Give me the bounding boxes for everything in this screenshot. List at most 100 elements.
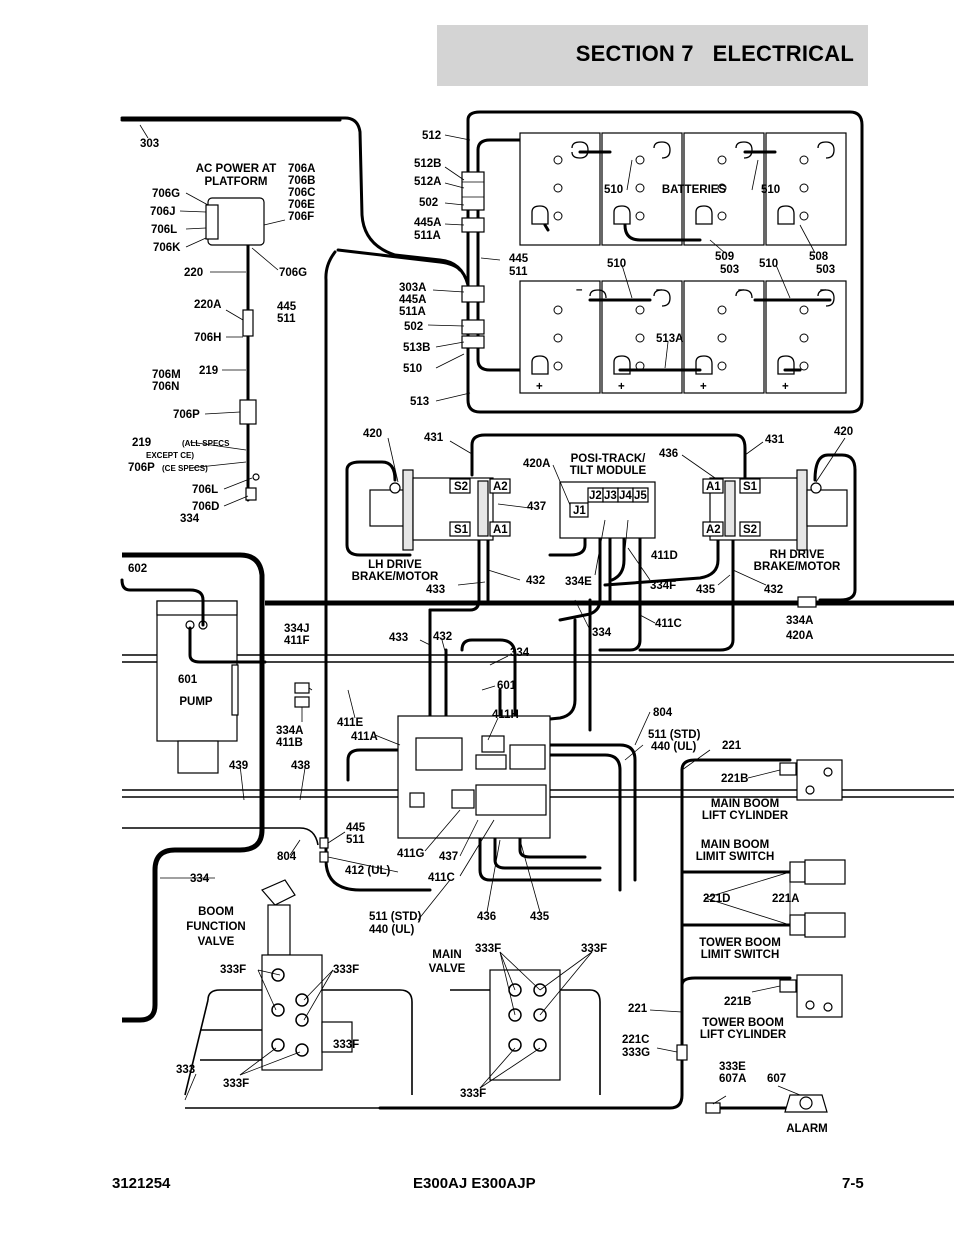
loop-435: [493, 818, 602, 870]
lh-s2-label: S2: [454, 481, 468, 493]
lh-a1-term: [489, 521, 511, 537]
label-mbls-2: LIMIT SWITCH: [696, 851, 775, 863]
label-ac-power-1: AC POWER AT: [196, 163, 277, 175]
posi-j5: [632, 487, 649, 503]
wire-label: 706D: [192, 501, 220, 513]
pol-pos-3: +: [700, 381, 707, 393]
wire-label: 334A: [786, 615, 814, 627]
wire-label: 432: [433, 631, 452, 643]
wire-431: [470, 433, 747, 480]
wire-label: 431: [424, 432, 444, 444]
pol-neg-4: –: [820, 284, 827, 296]
label-batteries: BATTERIES: [662, 184, 727, 196]
label-mbls-1: MAIN BOOM: [701, 839, 769, 851]
section-title: SECTION 7 ELECTRICAL: [575, 41, 854, 66]
wire-label: 221: [628, 1003, 648, 1015]
connector-513a: [461, 335, 485, 349]
posi-j1-label: J1: [573, 505, 586, 517]
drop-411c: [538, 618, 577, 722]
lh-s1-label: S1: [454, 524, 469, 536]
lh-s2-term: [449, 478, 471, 494]
wire-label: 445: [509, 253, 529, 265]
footer-doc-number: 3121254: [112, 1175, 171, 1192]
wire-label: 511A: [414, 230, 441, 242]
wire-label: 333F: [333, 964, 359, 976]
boom-function-valve: [261, 879, 353, 1071]
pol-pos-1: +: [536, 381, 543, 393]
wire-label: 511: [277, 313, 296, 325]
wire-label: 221C: [622, 1034, 650, 1046]
wire-label: 511 (STD): [648, 729, 701, 741]
wire-334f: [610, 518, 626, 582]
pump-body: [156, 600, 238, 742]
tbls-body: [804, 912, 846, 938]
wire-label: 435: [530, 911, 550, 923]
valve-5: [475, 784, 547, 816]
wire-lh-bottom: [345, 468, 412, 557]
footer-model: E300AJ E300AJP: [413, 1175, 536, 1192]
harness-445-511-top: [336, 248, 462, 272]
wire-label: 435: [696, 584, 716, 596]
label-posi-track-2: TILT MODULE: [570, 465, 647, 477]
wire-label: 706M: [152, 369, 181, 381]
wire-label: 512A: [414, 176, 442, 188]
label-rh-drive-1: RH DRIVE: [770, 549, 825, 561]
wire-labels: 303706A706B706C706E706F706G706J706L706K2…: [128, 130, 853, 1100]
tblc-body: [796, 974, 843, 1018]
wire-label: 511 (STD): [369, 911, 422, 923]
lh-a2-label: A2: [493, 481, 508, 493]
tblc-port-2: [823, 1002, 833, 1012]
mbls-body: [804, 859, 846, 885]
valve-plate: [397, 715, 551, 839]
battery-2: [601, 132, 683, 246]
wire-label: 432: [526, 575, 545, 587]
wire-436: [603, 488, 720, 587]
wire-label: 333F: [475, 943, 501, 955]
footer-page: 7-5: [842, 1175, 864, 1192]
rh-s1-term: [739, 478, 761, 494]
connector-512-stack: [461, 171, 485, 211]
lh-a1-label: A1: [493, 524, 508, 536]
wire-label: 706B: [288, 175, 316, 187]
wire-label: 706E: [288, 199, 315, 211]
mblc-body: [796, 759, 843, 801]
rh-a1-label: A1: [706, 481, 721, 493]
pump-602-wire: [120, 578, 205, 627]
wire-label: 333F: [460, 1088, 486, 1100]
wire-label: 601: [178, 674, 198, 686]
pol-pos-4: +: [782, 381, 789, 393]
wire-label: 221: [722, 740, 742, 752]
wire-label: 706N: [152, 381, 180, 393]
wire-label: 420: [363, 428, 382, 440]
bfv-stem: [267, 904, 291, 956]
lh-s1-term: [449, 521, 471, 537]
label-tblc-2: LIFT CYLINDER: [700, 1029, 787, 1041]
tblc-plug: [779, 979, 797, 993]
wire-label: 706A: [288, 163, 316, 175]
posi-j5-label: J5: [634, 490, 647, 502]
battery-bank: [519, 132, 847, 394]
note-ce-specs: (CE SPECS): [162, 464, 208, 473]
wire-label: 511: [346, 834, 365, 846]
label-main-valve-2: VALVE: [429, 963, 466, 975]
wire-label: 433: [426, 584, 445, 596]
wire-label: 513A: [656, 333, 684, 345]
wire-label: 219: [199, 365, 218, 377]
wire-label: 333E: [719, 1061, 746, 1073]
label-bfv-2: FUNCTION: [186, 921, 245, 933]
wire-label: 432: [764, 584, 783, 596]
posi-j4-label: J4: [619, 490, 632, 502]
valve-4: [451, 789, 475, 809]
pump-base: [177, 740, 219, 774]
wire-label: 333F: [333, 1039, 359, 1051]
wire-221c: [378, 1058, 684, 1110]
wire-label: 804: [277, 851, 297, 863]
wire-label: 333F: [223, 1078, 249, 1090]
bottom-frame-right: [450, 989, 601, 1095]
wire-label: 411H: [492, 709, 519, 721]
wire-label: 221B: [724, 996, 752, 1008]
wire-label: 513B: [403, 342, 431, 354]
wire-label: 508: [809, 251, 829, 263]
valve-1: [415, 737, 463, 771]
connector-220a: [242, 309, 254, 337]
